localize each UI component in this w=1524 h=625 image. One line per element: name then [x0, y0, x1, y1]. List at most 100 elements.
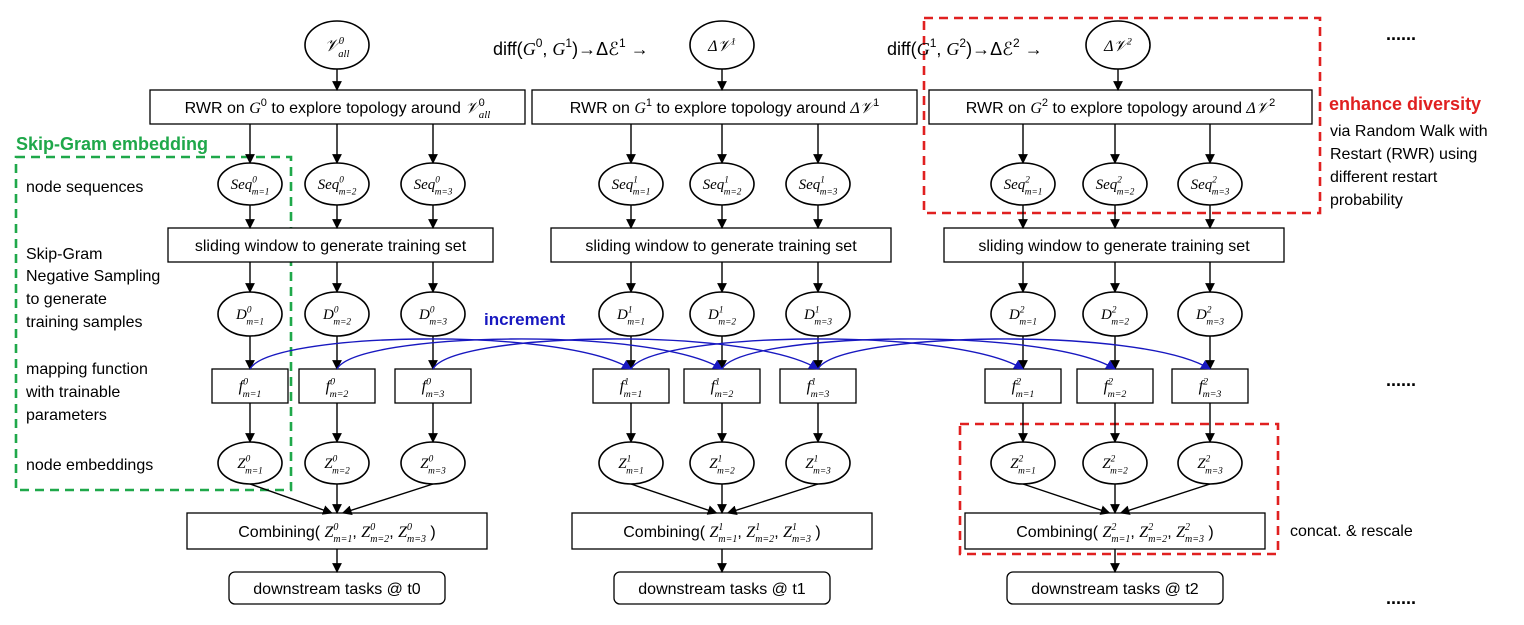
combining-box-t1 — [571, 512, 873, 550]
label-mapping-3: parameters — [26, 407, 107, 424]
rwr-text-t1: RWR on G1 to explore topology around Δ𝒱1 — [570, 97, 880, 117]
label-skipgram-4: training samples — [26, 314, 143, 331]
combine-frame — [958, 422, 1280, 556]
column-t2: RWR on G2 to explore topology around Δ𝒱2… — [928, 89, 1313, 605]
f-box — [1171, 368, 1249, 404]
arrow-z-combine — [249, 483, 333, 515]
rwr-diversity-frame — [922, 16, 1322, 215]
diff-text-1: diff(G0, G1)→Δℰ1 → — [493, 36, 649, 59]
downstream-text-t0: downstream tasks @ t0 — [253, 581, 421, 598]
label-mapping-2: with trainable — [25, 384, 120, 401]
increment-curve — [336, 338, 723, 370]
increment-curve — [249, 338, 632, 370]
delta-v-node-label: Δ𝒱1 — [707, 36, 736, 55]
arrow-z-combine — [1022, 483, 1111, 515]
downstream-text-t1: downstream tasks @ t1 — [638, 581, 806, 598]
enhance-line-1: via Random Walk with — [1330, 123, 1488, 140]
skipgram-title: Skip-Gram embedding — [16, 134, 208, 154]
increment-curve — [721, 338, 1116, 370]
rwr-box-t1 — [531, 89, 918, 125]
f-box — [1076, 368, 1154, 404]
f-box — [984, 368, 1062, 404]
increment-curve — [817, 338, 1211, 370]
rwr-box-t0 — [149, 89, 526, 125]
combining-box-t2 — [964, 512, 1266, 550]
f-box — [211, 368, 289, 404]
label-node-sequences: node sequences — [26, 179, 143, 196]
increment-curve — [630, 338, 1024, 370]
label-skipgram-1: Skip-Gram — [26, 246, 102, 263]
enhance-title: enhance diversity — [1329, 94, 1481, 114]
label-node-embeddings: node embeddings — [26, 457, 153, 474]
label-skipgram-3: to generate — [26, 291, 107, 308]
ellipsis-middle: ...... — [1386, 370, 1416, 390]
delta-v-node-label: Δ𝒱2 — [1103, 36, 1132, 55]
label-mapping-1: mapping function — [26, 361, 148, 378]
increment-curve — [432, 338, 819, 370]
increment-label: increment — [484, 310, 566, 329]
rwr-text-t2: RWR on G2 to explore topology around Δ𝒱2 — [966, 97, 1276, 117]
concat-label: concat. & rescale — [1290, 523, 1413, 540]
skipgram-frame — [14, 155, 293, 492]
arrow-z-combine — [341, 483, 434, 515]
downstream-text-t2: downstream tasks @ t2 — [1031, 581, 1199, 598]
diff-text-2: diff(G1, G2)→Δℰ2 → — [887, 36, 1043, 59]
ellipsis-top: ...... — [1386, 24, 1416, 44]
sliding-box-t1 — [550, 227, 892, 263]
label-skipgram-2: Negative Sampling — [26, 268, 160, 285]
ellipsis-bottom: ...... — [1386, 588, 1416, 608]
enhance-line-4: probability — [1330, 192, 1403, 209]
sliding-text-t1: sliding window to generate training set — [585, 238, 857, 255]
rwr-box-t2 — [928, 89, 1313, 125]
sliding-box-t0 — [167, 227, 494, 263]
arrow-z-combine — [1119, 483, 1211, 515]
arrow-z-combine — [630, 483, 718, 515]
arrow-z-combine — [726, 483, 819, 515]
enhance-line-2: Restart (RWR) using — [1330, 146, 1477, 163]
sliding-text-t0: sliding window to generate training set — [195, 238, 467, 255]
column-t1: RWR on G1 to explore topology around Δ𝒱1… — [531, 89, 918, 605]
sliding-text-t2: sliding window to generate training set — [978, 238, 1250, 255]
enhance-line-3: different restart — [1330, 169, 1438, 186]
